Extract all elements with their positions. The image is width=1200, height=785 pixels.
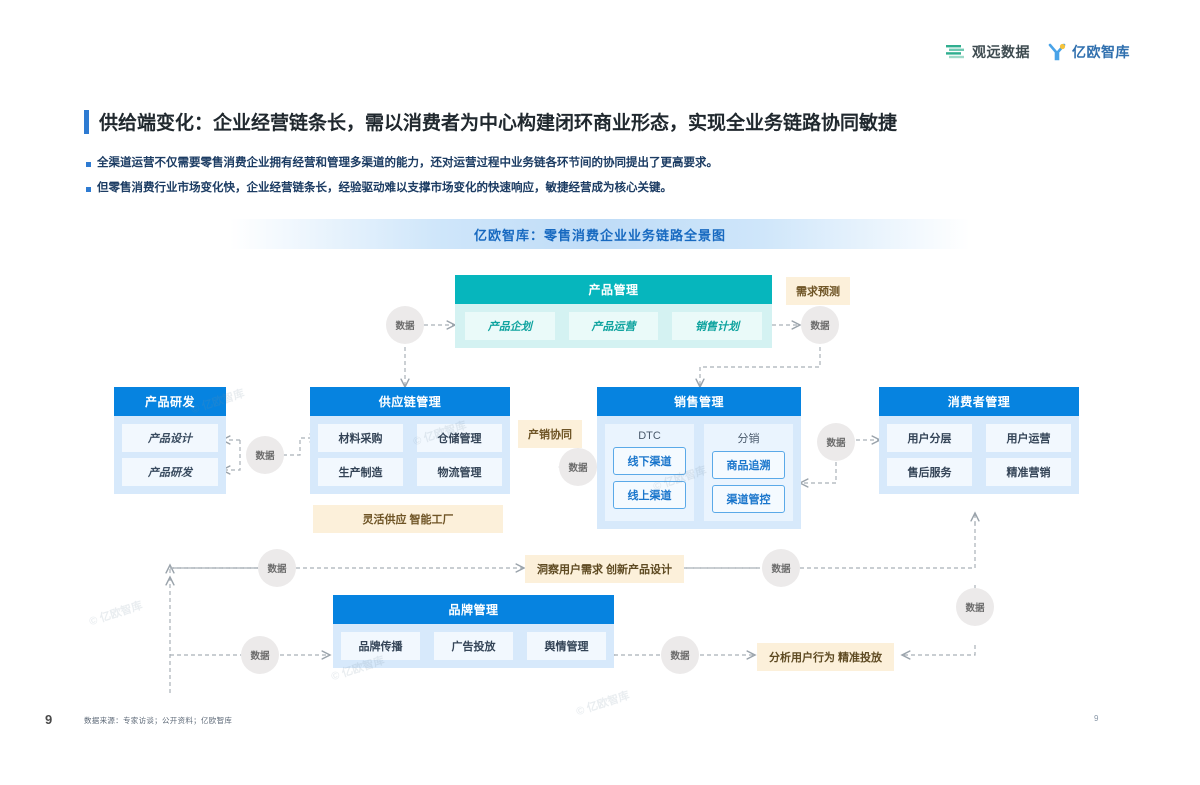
conn-consumer-to-sales	[800, 462, 837, 483]
brand-logos: 观远数据 亿欧智库	[946, 42, 1130, 62]
cell-offline-channel[interactable]: 线下渠道	[613, 447, 686, 475]
badge-insight-design: 洞察用户需求 创新产品设计	[525, 555, 685, 583]
module-consumer-management[interactable]: 消费者管理 用户分层 用户运营 售后服务 精准营销	[879, 387, 1079, 494]
cell-logistics-mgmt[interactable]: 物流管理	[417, 458, 502, 486]
cell-product-design[interactable]: 产品设计	[122, 424, 218, 452]
module-sales-management-body: DTC 线下渠道 线上渠道 分销 商品追溯 渠道管控	[597, 416, 801, 529]
cell-precision-marketing[interactable]: 精准营销	[986, 458, 1071, 486]
title-text: 供给端变化：企业经营链条长，需以消费者为中心构建闭环商业形态，实现全业务链路协同…	[99, 113, 898, 134]
module-supply-chain[interactable]: 供应链管理 材料采购 仓储管理 生产制造 物流管理	[310, 387, 510, 494]
data-node-bottom-left: 数据	[258, 549, 296, 587]
module-product-rd-title: 产品研发	[114, 387, 226, 416]
title-accent-bar	[84, 109, 89, 134]
module-product-rd[interactable]: 产品研发 产品设计 产品研发	[114, 387, 226, 494]
bullet-text: 但零售消费行业市场变化快，企业经营链条长，经验驱动难以支撑市场变化的快速响应，敏…	[97, 181, 672, 194]
page-title: 供给端变化：企业经营链条长，需以消费者为中心构建闭环商业形态，实现全业务链路协同…	[84, 108, 897, 135]
sales-group-dtc: DTC 线下渠道 线上渠道	[605, 424, 694, 521]
cell-product-rd[interactable]: 产品研发	[122, 458, 218, 486]
y-mark-icon	[1048, 43, 1066, 61]
data-node-brand-right: 数据	[661, 636, 699, 674]
bullet-square-icon	[86, 186, 91, 192]
cell-user-segmentation[interactable]: 用户分层	[887, 424, 972, 452]
brand-management-items: 品牌传播 广告投放 舆情管理	[341, 632, 606, 660]
module-consumer-management-title: 消费者管理	[879, 387, 1079, 416]
cell-after-sales[interactable]: 售后服务	[887, 458, 972, 486]
cell-channel-control[interactable]: 渠道管控	[712, 485, 785, 513]
data-node-top-right: 数据	[801, 306, 839, 344]
data-node-top-left: 数据	[386, 306, 424, 344]
sales-group-dtc-items: 线下渠道 线上渠道	[613, 447, 686, 509]
data-node-bottom-right: 数据	[956, 588, 994, 626]
module-supply-chain-body: 材料采购 仓储管理 生产制造 物流管理	[310, 416, 510, 494]
conn-data-to-rd	[222, 440, 241, 470]
data-node-supply-sales: 数据	[559, 448, 597, 486]
sales-group-dtc-title: DTC	[638, 430, 661, 442]
module-consumer-management-body: 用户分层 用户运营 售后服务 精准营销	[879, 416, 1079, 494]
badge-flexible-factory: 灵活供应 智能工厂	[313, 505, 503, 533]
data-node-rd-supply: 数据	[246, 436, 284, 474]
module-product-management-body: 产品企划 产品运营 销售计划	[455, 304, 772, 348]
cell-product-planning[interactable]: 产品企划	[465, 312, 555, 340]
module-sales-management-title: 销售管理	[597, 387, 801, 416]
logo-yiou: 亿欧智库	[1048, 42, 1130, 62]
cell-production-mfg[interactable]: 生产制造	[318, 458, 403, 486]
badge-demand-forecast: 需求预测	[786, 277, 850, 305]
module-brand-management[interactable]: 品牌管理 品牌传播 广告投放 舆情管理	[333, 595, 614, 668]
module-supply-chain-title: 供应链管理	[310, 387, 510, 416]
module-brand-management-title: 品牌管理	[333, 595, 614, 624]
badge-behavior-targeting: 分析用户行为 精准投放	[757, 643, 895, 671]
product-management-items: 产品企划 产品运营 销售计划	[465, 312, 762, 340]
page-number-right: 9	[1094, 714, 1099, 723]
data-node-brand-left: 数据	[241, 636, 279, 674]
sales-groups: DTC 线下渠道 线上渠道 分销 商品追溯 渠道管控	[605, 424, 793, 521]
bullet-item: 全渠道运营不仅需要零售消费企业拥有经营和管理多渠道的能力，还对运营过程中业务链各…	[86, 156, 718, 171]
cell-brand-communication[interactable]: 品牌传播	[341, 632, 420, 660]
module-brand-management-body: 品牌传播 广告投放 舆情管理	[333, 624, 614, 668]
sales-group-distribution-title: 分销	[737, 433, 760, 445]
bullet-list: 全渠道运营不仅需要零售消费企业拥有经营和管理多渠道的能力，还对运营过程中业务链各…	[86, 156, 718, 206]
bullet-text: 全渠道运营不仅需要零售消费企业拥有经营和管理多渠道的能力，还对运营过程中业务链各…	[97, 157, 718, 169]
cell-material-purchase[interactable]: 材料采购	[318, 424, 403, 452]
logo-guanyuan: 观远数据	[946, 42, 1030, 62]
sales-group-distribution: 分销 商品追溯 渠道管控	[704, 424, 793, 521]
sales-group-distribution-items: 商品追溯 渠道管控	[712, 451, 785, 513]
page-number-left: 9	[45, 712, 53, 727]
product-rd-items: 产品设计 产品研发	[122, 424, 218, 486]
badge-prod-sales-sync: 产销协同	[518, 420, 582, 448]
logo-yiou-text: 亿欧智库	[1072, 44, 1130, 60]
conn-data-down-sales	[700, 347, 821, 387]
diagram-canvas: 产品管理 产品企划 产品运营 销售计划 需求预测 数据 数据 产品研发 产品设计…	[0, 255, 1200, 718]
chart-banner-title: 亿欧智库：零售消费企业业务链路全景图	[473, 227, 726, 243]
bullet-square-icon	[86, 162, 91, 167]
cell-product-traceability[interactable]: 商品追溯	[712, 451, 785, 479]
cell-online-channel[interactable]: 线上渠道	[613, 481, 686, 509]
cell-sales-plan[interactable]: 销售计划	[672, 312, 762, 340]
source-note: 数据来源：专家访谈；公开资料；亿欧智库	[84, 716, 233, 725]
conn-to-behavior	[902, 645, 976, 655]
supply-chain-items: 材料采购 仓储管理 生产制造 物流管理	[318, 424, 502, 486]
cell-product-operation[interactable]: 产品运营	[568, 312, 659, 340]
module-product-rd-body: 产品设计 产品研发	[114, 416, 226, 494]
data-node-bottom-mid: 数据	[762, 549, 800, 587]
cell-warehouse-mgmt[interactable]: 仓储管理	[417, 424, 502, 452]
chart-banner: 亿欧智库：零售消费企业业务链路全景图	[230, 219, 970, 249]
module-product-management-title: 产品管理	[455, 275, 772, 304]
cell-user-operation[interactable]: 用户运营	[986, 424, 1071, 452]
data-node-sales-consumer: 数据	[817, 423, 855, 461]
module-product-management[interactable]: 产品管理 产品企划 产品运营 销售计划	[455, 275, 772, 348]
logo-guanyuan-text: 观远数据	[972, 44, 1030, 60]
bullet-item: 但零售消费行业市场变化快，企业经营链条长，经验驱动难以支撑市场变化的快速响应，敏…	[86, 181, 718, 196]
bar-stack-icon	[946, 45, 964, 59]
conn-data-to-material	[283, 438, 318, 456]
cell-public-opinion[interactable]: 舆情管理	[527, 632, 606, 660]
consumer-management-items: 用户分层 用户运营 售后服务 精准营销	[887, 424, 1071, 486]
module-sales-management[interactable]: 销售管理 DTC 线下渠道 线上渠道 分销 商品追溯 渠道管控	[597, 387, 801, 529]
cell-ad-placement[interactable]: 广告投放	[434, 632, 513, 660]
